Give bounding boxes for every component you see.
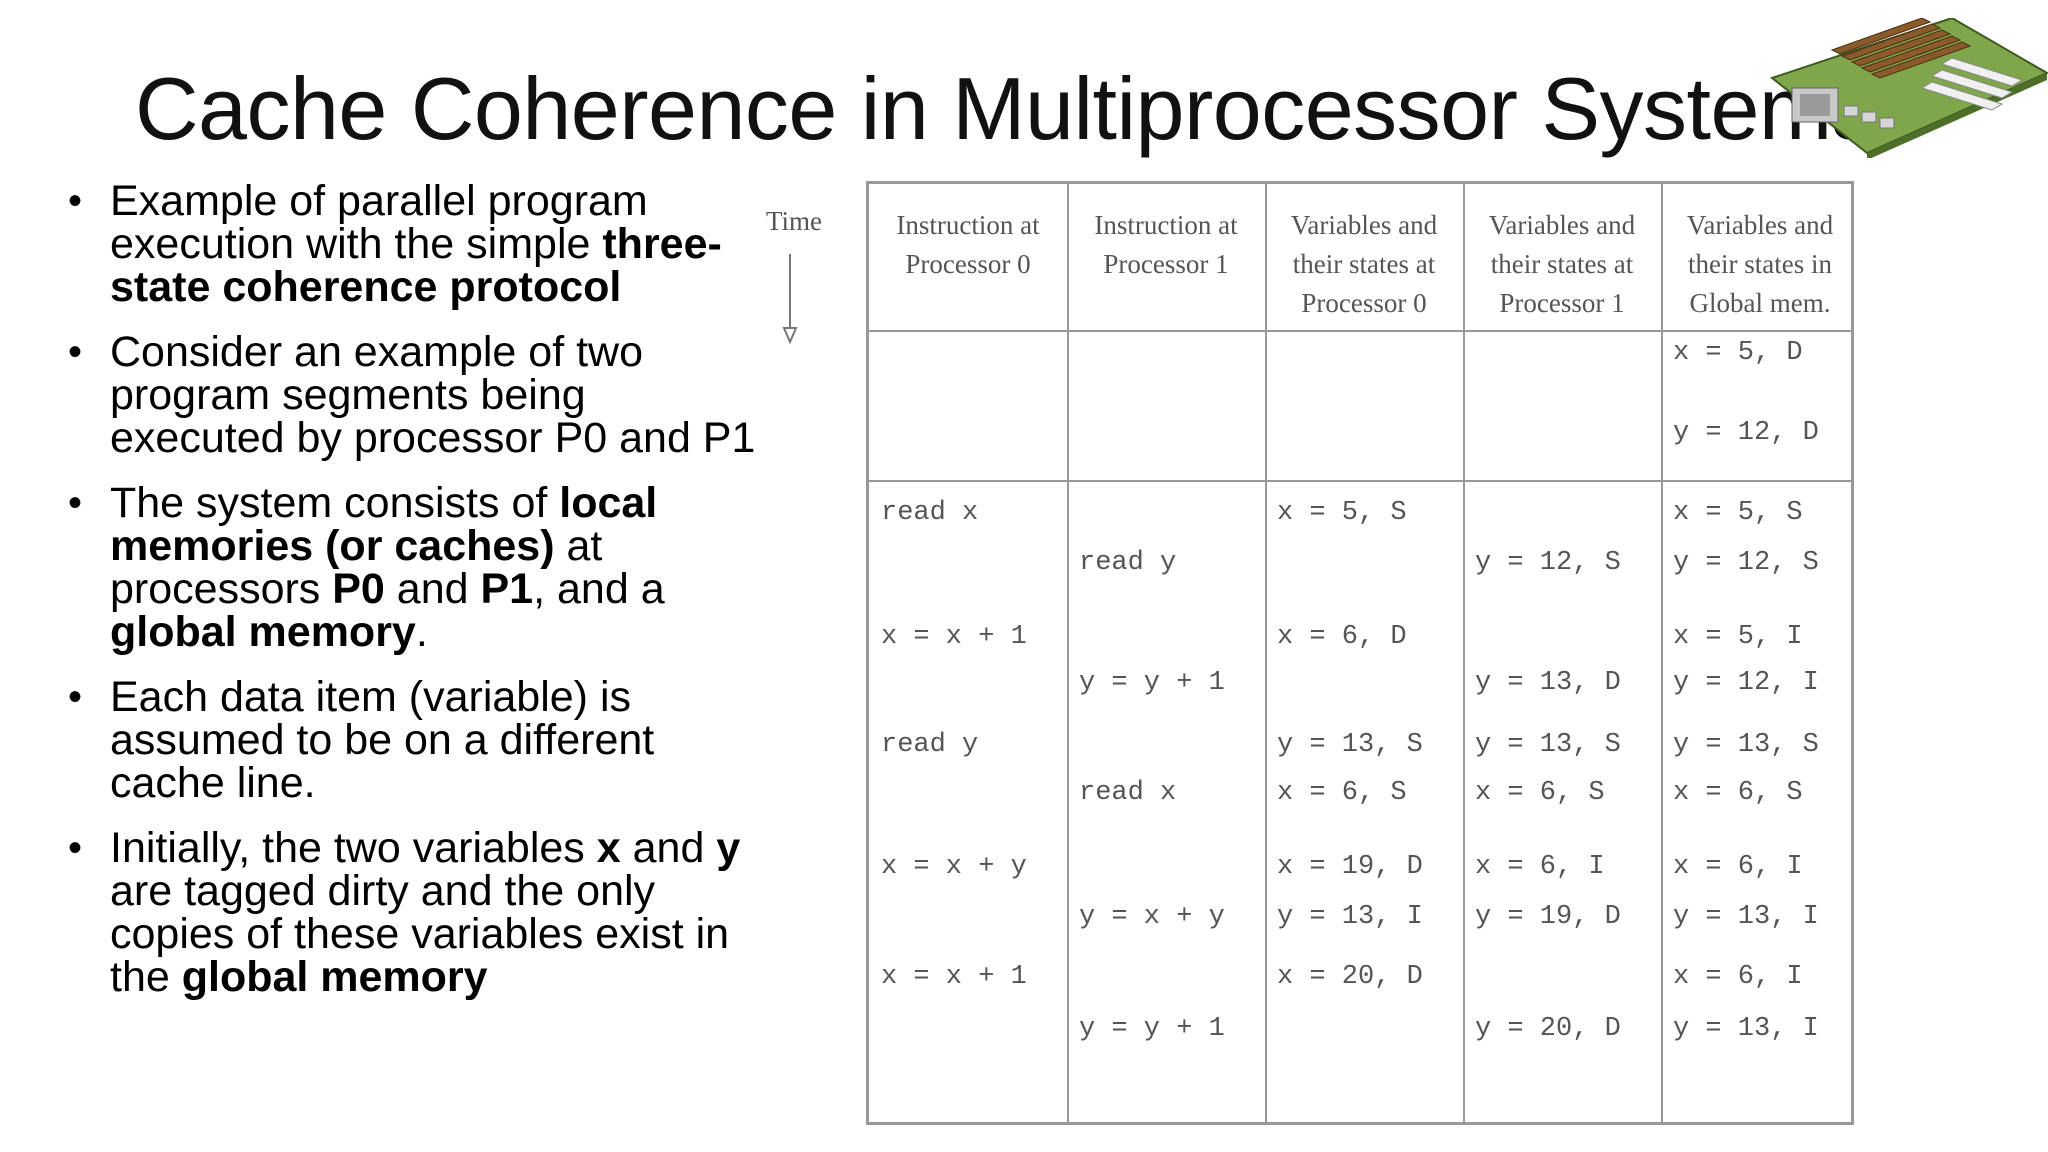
table-cell: x = 5, S [1277,498,1407,528]
bullet-list: Example of parallel program execution wi… [68,180,768,1021]
bullet-item: Consider an example of two program segme… [68,331,768,460]
column-divider [1661,184,1663,1122]
table-cell: x = x + 1 [881,622,1027,652]
table-cell: y = 13, I [1673,902,1819,932]
table-cell: y = 20, D [1475,1014,1621,1044]
table-cell: y = 12, S [1673,548,1819,578]
table-cell: y = y + 1 [1079,1014,1225,1044]
column-header-line: Variables and [1686,210,1834,240]
table-cell: x = 6, S [1673,778,1803,808]
table-cell: x = 6, S [1277,778,1407,808]
table-cell: read y [881,730,979,760]
table-cell: y = 19, D [1475,902,1621,932]
motherboard-image [1769,18,2048,158]
coherence-table: Instruction at Processor 0 Instruction at P… [866,181,1854,1125]
table-cell: y = x + y [1079,902,1225,932]
time-label: Time [766,206,823,236]
column-header-line: Instruction at [896,210,1040,240]
bullet-item: Each data item (variable) is assumed to … [68,676,768,805]
table-cell: read x [881,498,979,528]
column-divider [1463,184,1465,1122]
bullet-item: Example of parallel program execution wi… [68,180,768,309]
row-divider [869,330,1851,332]
table-cell: y = 12, S [1475,548,1621,578]
initial-state-cell: x = 5, D [1673,338,1803,368]
table-cell: y = 13, I [1673,1014,1819,1044]
table-cell: x = 6, I [1475,852,1605,882]
column-header-line: their states at [1490,249,1634,279]
row-divider [869,480,1851,482]
column-header-line: Processor 1 [1103,249,1229,279]
column-header-line: Variables and [1488,210,1636,240]
column-header: Instruction at Processor 0 [869,206,1067,284]
bullet-item: Initially, the two variables x and y are… [68,827,768,999]
table-cell: x = 6, I [1673,852,1803,882]
table-cell: x = 20, D [1277,962,1423,992]
table-cell: read y [1079,548,1177,578]
table-cell: x = 5, I [1673,622,1803,652]
table-cell: x = x + 1 [881,962,1027,992]
slide-title: Cache Coherence in Multiprocessor System… [135,59,1876,158]
table-cell: y = 13, S [1673,730,1819,760]
table-cell: x = 6, D [1277,622,1407,652]
column-header-line: their states in [1688,249,1832,279]
table-cell: y = 13, S [1475,730,1621,760]
table-cell: x = 19, D [1277,852,1423,882]
column-divider [1265,184,1267,1122]
table-cell: x = 6, I [1673,962,1803,992]
table-cell: y = 13, D [1475,668,1621,698]
table-cell: y = 12, I [1673,668,1819,698]
column-header: Variables and their states in Global mem. [1661,206,1859,323]
table-cell: x = 6, S [1475,778,1605,808]
column-header-line: Instruction at [1094,210,1238,240]
table-cell: x = 5, S [1673,498,1803,528]
initial-state-cell: y = 12, D [1673,418,1819,448]
table-cell: y = 13, S [1277,730,1423,760]
column-header-line: Global mem. [1689,288,1831,318]
table-cell: y = 13, I [1277,902,1423,932]
column-header: Instruction at Processor 1 [1067,206,1265,284]
column-header-line: Variables and [1290,210,1438,240]
column-header: Variables and their states at Processor 1 [1463,206,1661,323]
bullet-item: The system consists of local memories (o… [68,482,768,654]
table-cell: read x [1079,778,1177,808]
column-header-line: Processor 1 [1499,288,1625,318]
table-cell: y = y + 1 [1079,668,1225,698]
table-cell: x = x + y [881,852,1027,882]
column-header-line: Processor 0 [1301,288,1427,318]
column-header-line: their states at [1292,249,1436,279]
column-header-line: Processor 0 [905,249,1031,279]
column-header: Variables and their states at Processor 0 [1265,206,1463,323]
column-divider [1067,184,1069,1122]
down-arrow-icon [782,254,798,345]
